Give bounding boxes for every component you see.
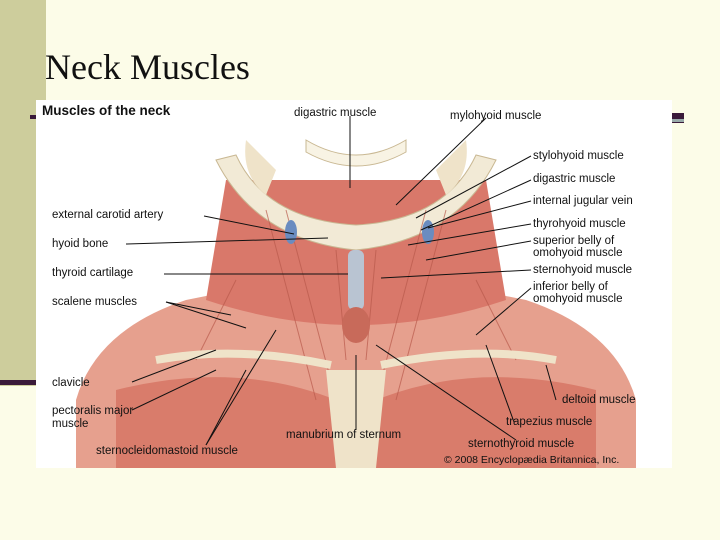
neck-anatomy-figure: Muscles of the neck digastric muscle myl…: [36, 100, 672, 468]
label-trapezius: trapezius muscle: [506, 416, 593, 428]
label-sternohyoid: sternohyoid muscle: [533, 264, 633, 276]
label-external-carotid: external carotid artery: [52, 209, 164, 221]
label-deltoid: deltoid muscle: [562, 394, 636, 406]
label-clavicle: clavicle: [52, 377, 90, 389]
label-sternothyroid: sternothyroid muscle: [468, 438, 575, 450]
label-sternocleidomastoid: sternocleidomastoid muscle: [96, 445, 238, 457]
label-scalene: scalene muscles: [52, 296, 138, 308]
label-thyroid-cartilage: thyroid cartilage: [52, 267, 134, 279]
label-thyrohyoid: thyrohyoid muscle: [533, 218, 626, 230]
label-pectoralis-1: pectoralis major: [52, 405, 134, 417]
label-pectoralis-2: muscle: [52, 418, 89, 430]
label-hyoid-bone: hyoid bone: [52, 238, 109, 250]
divider-end-accent-light: [668, 119, 684, 122]
label-inferior-omohyoid-2: omohyoid muscle: [533, 293, 623, 305]
slide-accent-rule: [0, 380, 40, 385]
label-stylohyoid: stylohyoid muscle: [533, 150, 624, 162]
label-superior-omohyoid-1: superior belly of: [533, 235, 615, 247]
label-superior-omohyoid-2: omohyoid muscle: [533, 247, 623, 259]
copyright-notice: © 2008 Encyclopædia Britannica, Inc.: [444, 454, 620, 466]
divider-end-accent: [668, 113, 684, 123]
label-internal-jugular: internal jugular vein: [533, 195, 633, 207]
label-digastric-top: digastric muscle: [294, 107, 377, 119]
neck-anatomy-illustration: [76, 116, 636, 468]
label-inferior-omohyoid-1: inferior belly of: [533, 281, 608, 293]
label-mylohyoid: mylohyoid muscle: [450, 110, 542, 122]
label-manubrium: manubrium of sternum: [286, 429, 402, 441]
figure-title: Muscles of the neck: [42, 103, 171, 118]
slide-title: Neck Muscles: [45, 47, 250, 87]
label-digastric-right: digastric muscle: [533, 173, 616, 185]
